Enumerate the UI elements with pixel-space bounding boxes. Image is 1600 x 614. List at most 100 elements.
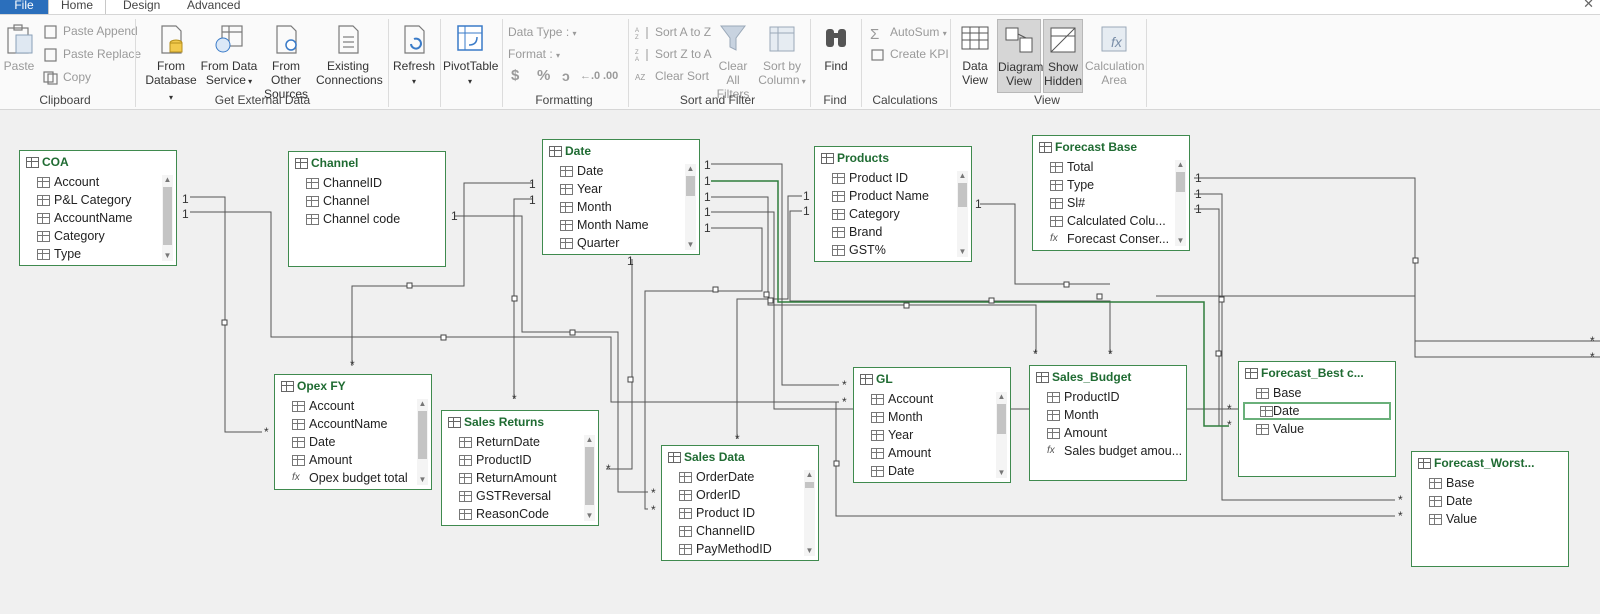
clear-all-filters-button[interactable]: Clear AllFilters xyxy=(711,23,755,101)
column-amount[interactable]: Amount xyxy=(1030,424,1186,442)
column-sl[interactable]: Sl# xyxy=(1033,194,1189,212)
column-amount[interactable]: Amount xyxy=(275,451,431,469)
diagram-view-button[interactable]: DiagramView xyxy=(997,19,1041,93)
column-calculated[interactable]: Calculated Colu... xyxy=(1033,212,1189,230)
from-data-service-button[interactable]: From DataService ▾ xyxy=(200,23,258,89)
column-type[interactable]: Type xyxy=(20,245,176,263)
table-forecast-worst[interactable]: Forecast_Worst... Base Date Value xyxy=(1411,451,1569,567)
column-product-id[interactable]: Product ID xyxy=(662,504,818,522)
pivottable-button[interactable]: PivotTable▾ xyxy=(443,23,497,89)
column-channelid[interactable]: ChannelID xyxy=(289,174,445,192)
vertical-scrollbar[interactable]: ▲▼ xyxy=(417,399,428,485)
percent-format-button[interactable]: % xyxy=(537,67,550,85)
format-dropdown[interactable]: Format : ▾ xyxy=(508,45,560,63)
table-sales-returns[interactable]: Sales Returns ReturnDate ProductID Retur… xyxy=(441,410,599,526)
from-other-sources-button[interactable]: From OtherSources xyxy=(257,23,315,101)
table-forecast-best[interactable]: Forecast_Best c... Base Date Value xyxy=(1238,361,1396,477)
comma-format-button[interactable]: ɔ xyxy=(562,67,570,85)
column-month[interactable]: Month xyxy=(854,408,1010,426)
measure-opex-budget-total[interactable]: Opex budget total xyxy=(275,469,431,487)
paste-append-button[interactable]: Paste Append xyxy=(43,22,138,40)
relationship-line[interactable] xyxy=(606,259,632,469)
column-gstreversal[interactable]: GSTReversal xyxy=(442,487,598,505)
column-brand[interactable]: Brand xyxy=(815,223,971,241)
column-orderid[interactable]: OrderID xyxy=(662,486,818,504)
column-amount[interactable]: Amount xyxy=(854,444,1010,462)
table-coa[interactable]: COA Account P&L Category AccountName Cat… xyxy=(19,150,177,266)
column-date[interactable]: Date xyxy=(275,433,431,451)
relationship-line[interactable] xyxy=(1156,296,1600,357)
table-opex-fy[interactable]: Opex FY Account AccountName Date Amount … xyxy=(274,374,432,490)
sort-by-column-button[interactable]: Sort byColumn ▾ xyxy=(757,23,807,89)
column-quarter[interactable]: Quarter xyxy=(543,234,699,252)
table-sales-budget[interactable]: Sales_Budget ProductID Month Amount Sale… xyxy=(1029,365,1187,481)
column-returndate[interactable]: ReturnDate xyxy=(442,433,598,451)
vertical-scrollbar[interactable]: ▲▼ xyxy=(996,392,1007,478)
column-accountname[interactable]: AccountName xyxy=(20,209,176,227)
decrease-decimal-button[interactable]: .00 xyxy=(603,67,618,85)
refresh-button[interactable]: Refresh▾ xyxy=(392,23,436,89)
vertical-scrollbar[interactable]: ▲▼ xyxy=(804,470,815,556)
vertical-scrollbar[interactable]: ▲▼ xyxy=(584,435,595,521)
table-title[interactable]: Channel xyxy=(289,152,445,174)
tab-home[interactable]: Home xyxy=(48,0,106,14)
close-icon[interactable]: ✕ xyxy=(1583,0,1594,12)
column-date[interactable]: Date xyxy=(1412,492,1568,510)
column-orderdate[interactable]: OrderDate xyxy=(662,468,818,486)
column-year[interactable]: Year xyxy=(543,180,699,198)
calculation-area-button[interactable]: fx CalculationArea xyxy=(1085,23,1143,87)
table-title[interactable]: COA xyxy=(20,151,176,173)
copy-button[interactable]: Copy xyxy=(43,68,91,86)
column-value[interactable]: Value xyxy=(1239,420,1395,438)
existing-connections-button[interactable]: ExistingConnections xyxy=(316,23,380,87)
column-account[interactable]: Account xyxy=(275,397,431,415)
column-account[interactable]: Account xyxy=(854,390,1010,408)
table-title[interactable]: Forecast Base xyxy=(1033,136,1189,158)
relationship-line[interactable] xyxy=(1194,209,1229,426)
increase-decimal-button[interactable]: ←.0 xyxy=(580,67,600,85)
column-date[interactable]: Date xyxy=(854,462,1010,480)
column-value[interactable]: Value xyxy=(1412,510,1568,528)
column-category[interactable]: Category xyxy=(815,205,971,223)
tab-advanced[interactable]: Advanced xyxy=(175,0,252,14)
column-account[interactable]: Account xyxy=(20,173,176,191)
column-product-name[interactable]: Product Name xyxy=(815,187,971,205)
column-gst[interactable]: GST% xyxy=(815,241,971,259)
table-title[interactable]: Opex FY xyxy=(275,375,431,397)
table-forecast-base[interactable]: Forecast Base Total Type Sl# Calculated … xyxy=(1032,135,1190,251)
relationship-line[interactable] xyxy=(737,196,802,439)
tab-file[interactable]: File xyxy=(0,0,48,14)
table-title[interactable]: GL xyxy=(854,368,1010,390)
table-title[interactable]: Products xyxy=(815,147,971,169)
tab-design[interactable]: Design xyxy=(111,0,172,14)
column-productid[interactable]: ProductID xyxy=(1030,388,1186,406)
column-base[interactable]: Base xyxy=(1239,384,1395,402)
clear-sort-button[interactable]: AZClear Sort xyxy=(635,67,709,85)
autosum-button[interactable]: ΣAutoSum ▾ xyxy=(870,23,947,41)
measure-sales-budget-amount[interactable]: Sales budget amou... xyxy=(1030,442,1186,460)
measure-forecast-conser[interactable]: Forecast Conser... xyxy=(1033,230,1189,248)
paste-replace-button[interactable]: Paste Replace xyxy=(43,45,141,63)
relationship-line[interactable] xyxy=(190,197,262,432)
column-productid[interactable]: ProductID xyxy=(442,451,598,469)
column-channelid[interactable]: ChannelID xyxy=(662,522,818,540)
table-gl[interactable]: GL Account Month Year Amount Date ▲▼ xyxy=(853,367,1011,483)
table-channel[interactable]: Channel ChannelID Channel Channel code xyxy=(288,151,446,267)
sort-a-to-z-button[interactable]: AZSort A to Z xyxy=(635,23,711,41)
column-year[interactable]: Year xyxy=(854,426,1010,444)
sort-z-to-a-button[interactable]: ZASort Z to A xyxy=(635,45,712,63)
relationship-line[interactable] xyxy=(1194,178,1600,341)
table-date[interactable]: Date Date Year Month Month Name Quarter … xyxy=(542,139,700,255)
column-paymethodid[interactable]: PayMethodID xyxy=(662,540,818,558)
table-title[interactable]: Forecast_Best c... xyxy=(1239,362,1395,384)
column-product-id[interactable]: Product ID xyxy=(815,169,971,187)
column-month[interactable]: Month xyxy=(543,198,699,216)
column-returnamount[interactable]: ReturnAmount xyxy=(442,469,598,487)
table-title[interactable]: Forecast_Worst... xyxy=(1412,452,1568,474)
column-category[interactable]: Category xyxy=(20,227,176,245)
table-products[interactable]: Products Product ID Product Name Categor… xyxy=(814,146,972,262)
column-date[interactable]: Date xyxy=(1243,402,1391,420)
currency-format-button[interactable]: $ xyxy=(511,67,519,85)
column-accountname[interactable]: AccountName xyxy=(275,415,431,433)
vertical-scrollbar[interactable]: ▲▼ xyxy=(957,171,968,257)
